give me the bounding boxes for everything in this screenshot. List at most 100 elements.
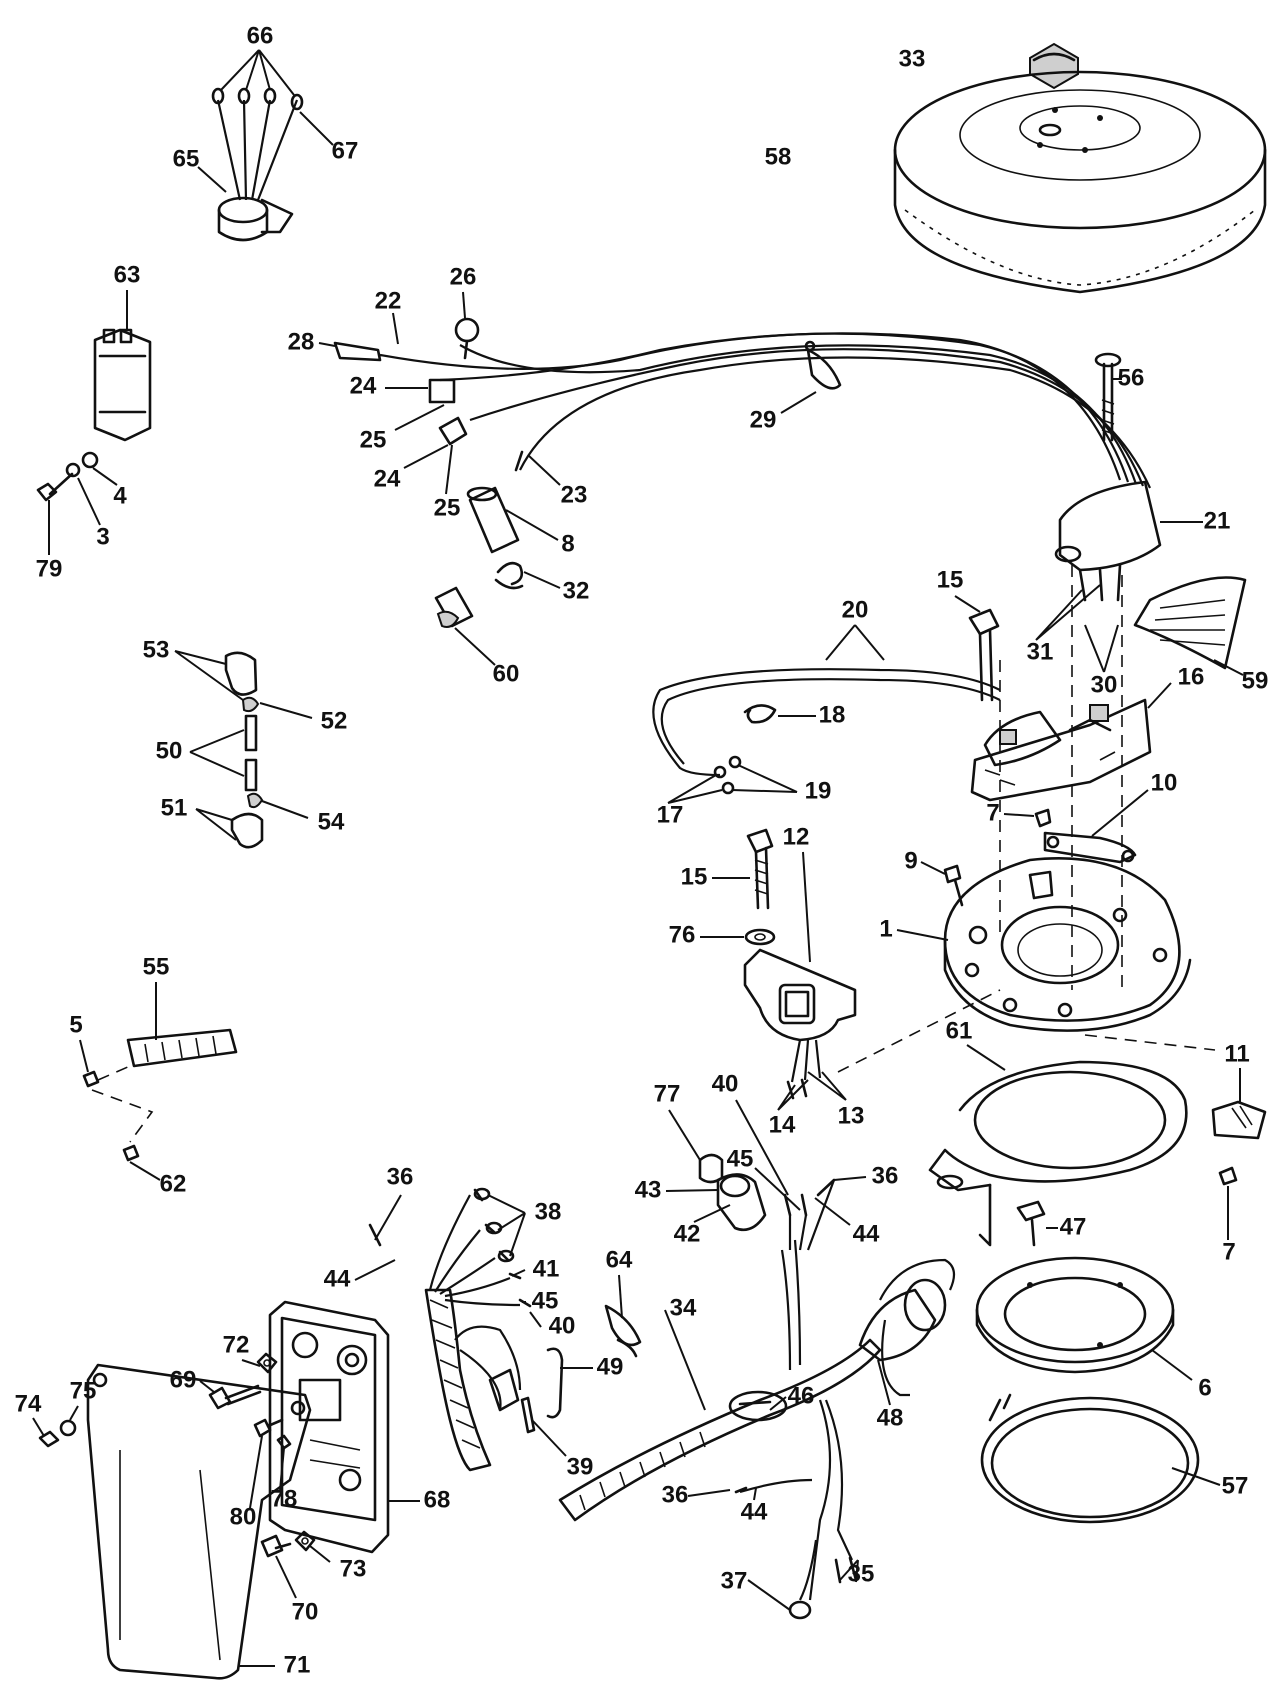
- part-number-26: 26: [450, 263, 477, 290]
- part-number-72: 72: [223, 1331, 250, 1358]
- part-number-65: 65: [173, 145, 200, 172]
- part-number-78: 78: [271, 1485, 298, 1512]
- part-number-40: 40: [549, 1312, 576, 1339]
- part-number-47: 47: [1060, 1213, 1087, 1240]
- part-number-53: 53: [143, 636, 170, 663]
- part-number-5: 5: [69, 1011, 82, 1038]
- module-63: [93, 328, 152, 442]
- part-number-77: 77: [654, 1080, 681, 1107]
- part-number-32: 32: [563, 577, 590, 604]
- part-number-80: 80: [230, 1503, 257, 1530]
- flywheel-58: [893, 70, 1267, 294]
- part-number-6: 6: [1198, 1374, 1211, 1401]
- harness-wires: [333, 317, 1152, 489]
- part-number-14: 14: [769, 1111, 796, 1138]
- harness-34: [558, 1278, 947, 1522]
- part-number-31: 31: [1027, 638, 1054, 665]
- part-number-76: 76: [669, 921, 696, 948]
- part-number-35: 35: [848, 1560, 875, 1587]
- part-number-56: 56: [1118, 364, 1145, 391]
- part-number-79: 79: [36, 555, 63, 582]
- part-number-21: 21: [1204, 507, 1231, 534]
- part-number-55: 55: [143, 953, 170, 980]
- part-number-37: 37: [721, 1567, 748, 1594]
- part-number-38: 38: [535, 1198, 562, 1225]
- part-number-63: 63: [114, 261, 141, 288]
- part-number-57: 57: [1222, 1472, 1249, 1499]
- part-number-25: 25: [434, 494, 461, 521]
- clip-64: [604, 1304, 642, 1358]
- wire-20: [652, 668, 1001, 777]
- part-number-40: 40: [712, 1070, 739, 1097]
- stator-plate-1: [943, 857, 1192, 1032]
- harness-left: [368, 1187, 532, 1472]
- bulb-60: [434, 586, 474, 628]
- part-number-8: 8: [561, 530, 574, 557]
- part-number-50: 50: [156, 737, 183, 764]
- part-number-62: 62: [160, 1170, 187, 1197]
- part-number-60: 60: [493, 660, 520, 687]
- part-number-7: 7: [986, 799, 999, 826]
- bolt-70: [260, 1534, 292, 1558]
- part-number-19: 19: [805, 777, 832, 804]
- part-number-22: 22: [375, 287, 402, 314]
- boot-53: [224, 651, 258, 696]
- clip-18: [743, 704, 777, 724]
- gasket-61: [928, 1060, 1188, 1247]
- part-number-4: 4: [113, 482, 127, 509]
- part-number-10: 10: [1151, 769, 1178, 796]
- ring-6: [975, 1256, 1175, 1374]
- bracket-11: [1211, 1100, 1267, 1140]
- part-number-44: 44: [741, 1498, 768, 1525]
- part-number-48: 48: [877, 1404, 904, 1431]
- part-number-74: 74: [15, 1390, 42, 1417]
- part-number-15: 15: [681, 863, 708, 890]
- part-number-75: 75: [70, 1377, 97, 1404]
- clip-29: [804, 340, 842, 390]
- solenoid-65: [211, 87, 304, 242]
- cover-71: [86, 1363, 312, 1680]
- part-number-7: 7: [1222, 1238, 1235, 1265]
- part-number-29: 29: [750, 406, 777, 433]
- part-number-3: 3: [96, 523, 109, 550]
- part-number-36: 36: [872, 1162, 899, 1189]
- part-number-51: 51: [161, 794, 188, 821]
- part-number-36: 36: [387, 1163, 414, 1190]
- part-number-54: 54: [318, 808, 345, 835]
- part-number-45: 45: [727, 1145, 754, 1172]
- part-number-73: 73: [340, 1555, 367, 1582]
- part-number-44: 44: [853, 1220, 880, 1247]
- part-number-24: 24: [350, 372, 377, 399]
- part-number-25: 25: [360, 426, 387, 453]
- part-number-13: 13: [838, 1102, 865, 1129]
- part-number-9: 9: [904, 847, 917, 874]
- part-number-12: 12: [783, 823, 810, 850]
- link-10: [1043, 831, 1137, 864]
- screw-79: [36, 472, 74, 502]
- part-number-18: 18: [819, 701, 846, 728]
- part-number-36: 36: [662, 1481, 689, 1508]
- coil-12: [743, 948, 857, 1042]
- part-number-59: 59: [1242, 667, 1269, 694]
- part-number-68: 68: [424, 1486, 451, 1513]
- part-number-28: 28: [288, 328, 315, 355]
- bolt-69: [208, 1384, 262, 1410]
- nut-33: [1029, 42, 1079, 90]
- part-number-42: 42: [674, 1220, 701, 1247]
- part-number-39: 39: [567, 1453, 594, 1480]
- plate-68: [268, 1300, 390, 1554]
- part-number-43: 43: [635, 1176, 662, 1203]
- screw-15-top: [968, 608, 1000, 702]
- terminal-block-55: [126, 1028, 238, 1068]
- connector-42: [716, 1173, 767, 1232]
- part-number-66: 66: [247, 22, 274, 49]
- part-number-30: 30: [1091, 671, 1118, 698]
- ring-57: [980, 1393, 1200, 1524]
- part-number-24: 24: [374, 465, 401, 492]
- boot-51: [230, 812, 264, 849]
- part-number-34: 34: [670, 1294, 697, 1321]
- part-number-1: 1: [879, 915, 892, 942]
